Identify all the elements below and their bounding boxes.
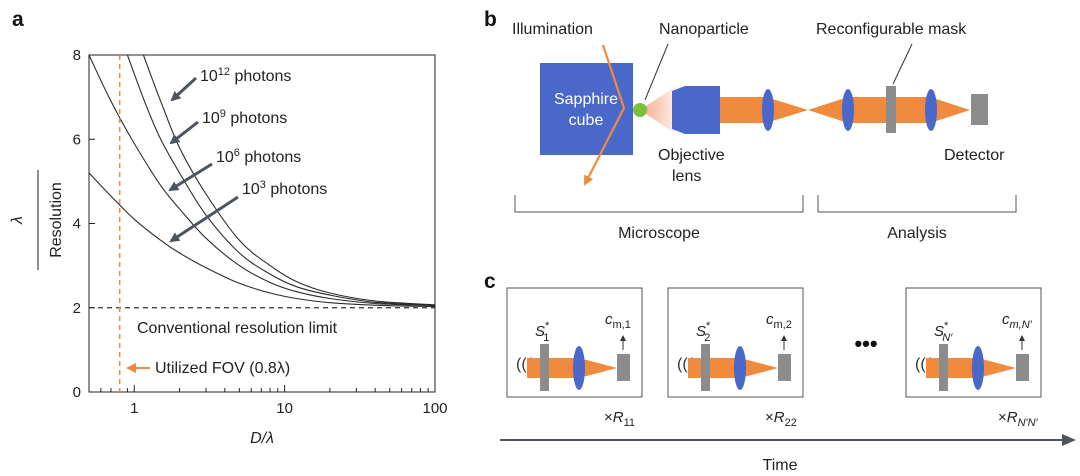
nanoparticle-label: Nanoparticle [659, 21, 749, 38]
frame-detector [1016, 354, 1029, 381]
frame-lens [972, 346, 984, 390]
lens-1 [762, 89, 774, 131]
series-label-1e12: 1012 photons [200, 66, 291, 85]
nanoparticle-leader [644, 43, 669, 101]
series-label-1e6: 106 photons [216, 147, 301, 166]
ylabel-denominator: Resolution [48, 182, 65, 258]
frame-beam [527, 358, 617, 378]
curves [88, 54, 436, 308]
analysis-label: Analysis [887, 225, 947, 242]
x-ticks: 1 10 100 [100, 385, 448, 417]
panel-letter-c: c [484, 270, 496, 293]
series-line-0 [142, 54, 436, 306]
frame-beam [688, 358, 778, 378]
frame-lens [734, 346, 746, 390]
frame-s-label: S*N′ [934, 320, 953, 344]
illumination-label: Illumination [512, 21, 593, 38]
frame-s-label: S*1 [535, 320, 550, 344]
beam-diverge [808, 97, 848, 123]
arrow-1e3 [169, 195, 239, 243]
frame-r-label: ×R11 [604, 409, 635, 429]
sapphire-label-2: cube [569, 112, 604, 129]
fov-label: Utilized FOV (0.8λ) [155, 360, 290, 377]
limit-label: Conventional resolution limit [137, 320, 338, 337]
mask-label: Reconfigurable mask [816, 21, 967, 38]
beam-collimated [720, 97, 766, 123]
ylabel-numerator: λ [9, 216, 26, 225]
xlabel: D/λ [250, 430, 274, 447]
frame-mask [701, 344, 710, 391]
series-line-2 [88, 54, 436, 307]
nanoparticle-dot [633, 103, 647, 117]
y-ticks: 0 2 4 6 8 [73, 47, 95, 401]
arrow-1e9 [169, 120, 199, 145]
frame-mask [939, 344, 948, 391]
chart-a: 0 2 4 6 8 1 10 100 λ Resolution D/λ 1012 photo… [9, 47, 448, 447]
panel-letter-a: a [12, 8, 24, 31]
frame-c-label: cm,2 [766, 311, 792, 331]
analysis-bracket [817, 195, 1017, 213]
series-label-1e3: 103 photons [242, 179, 327, 198]
detector-label: Detector [944, 147, 1005, 164]
x-tick-label: 1 [130, 400, 138, 417]
panel-letter-b: b [484, 8, 497, 31]
time-label: Time [763, 457, 798, 474]
frame-box [667, 287, 804, 398]
y-tick-label: 4 [73, 216, 81, 233]
diagram-c: ((( S*1 cm,1 ×R11 ((( [500, 287, 1076, 474]
microscope-label: Microscope [618, 225, 700, 242]
frame-mask [540, 344, 549, 391]
frame-detector [778, 354, 791, 381]
objective-lens [672, 86, 720, 134]
y-tick-label: 6 [73, 131, 81, 148]
time-frame-2: ((( S*2 cm,2 ×R22 [667, 287, 804, 429]
plot-frame [88, 54, 436, 393]
sapphire-label-1: Sapphire [554, 91, 618, 108]
detector [971, 94, 988, 125]
lens-3 [925, 89, 937, 131]
objective-label-1: Objective [658, 147, 725, 164]
frame-c-label: cm,1 [605, 311, 631, 331]
y-tick-label: 0 [73, 384, 81, 401]
reconfigurable-mask [886, 86, 896, 133]
x-tick-label: 100 [422, 400, 447, 417]
frame-detector [617, 354, 630, 381]
x-tick-label: 10 [276, 400, 293, 417]
time-frame-1: ((( S*1 cm,1 ×R11 [506, 287, 643, 429]
sapphire-cube [540, 63, 633, 155]
objective-label-2: lens [672, 168, 701, 185]
series-line-1 [126, 54, 436, 306]
microscope-bracket [514, 195, 804, 213]
y-tick-label: 2 [73, 300, 81, 317]
arrow-1e12 [170, 76, 198, 102]
beam-converge [766, 97, 808, 123]
frame-c-label: cm,N′ [1002, 311, 1033, 331]
series-label-1e9: 109 photons [202, 108, 287, 127]
illumination-beam [584, 44, 626, 186]
frame-box [905, 287, 1042, 398]
lens-2 [842, 89, 854, 131]
arrow-1e6 [168, 162, 213, 192]
mask-leader [892, 43, 913, 85]
diagram-b: Illumination Nanoparticle Reconfigurable… [512, 21, 1017, 242]
frame-box [506, 287, 643, 398]
frame-beam [926, 358, 1016, 378]
beam-to-detector [930, 97, 970, 123]
frame-r-label: ×RN′N′ [998, 409, 1039, 429]
frame-s-label: S*2 [696, 320, 711, 344]
ellipsis: ••• [854, 331, 877, 356]
y-tick-label: 8 [73, 47, 81, 64]
series-line-3 [88, 172, 436, 308]
frame-lens [573, 346, 585, 390]
frame-r-label: ×R22 [765, 409, 797, 429]
time-frame-n: ((( S*N′ cm,N′ ×RN′N′ [905, 287, 1042, 429]
